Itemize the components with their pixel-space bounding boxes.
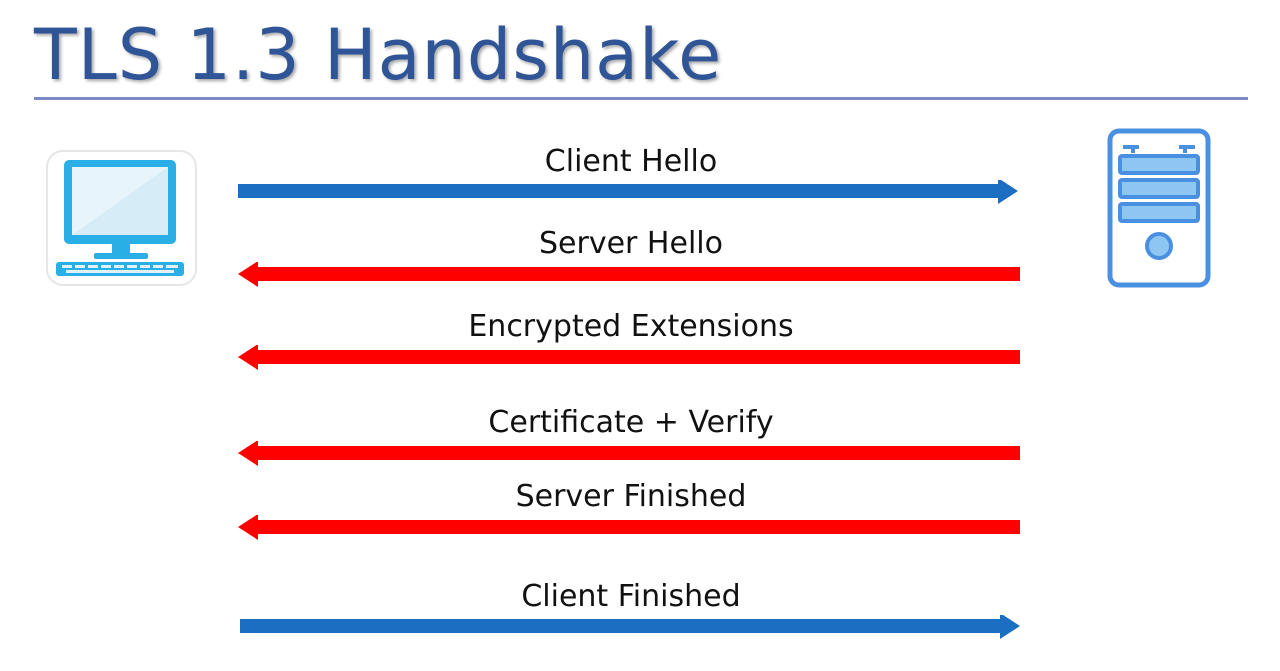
- message-label: Encrypted Extensions: [468, 309, 794, 344]
- message-label: Certificate + Verify: [488, 405, 774, 440]
- arrow-left-icon: [238, 345, 1020, 370]
- arrow-left-icon: [238, 515, 1020, 540]
- message-server-finished: Server Finished: [236, 479, 1026, 541]
- message-label: Server Hello: [539, 226, 723, 261]
- message-label: Server Finished: [515, 479, 747, 514]
- message-label: Client Finished: [521, 579, 741, 614]
- message-client-finished: Client Finished: [236, 579, 1026, 641]
- arrow-right-icon: [240, 615, 1020, 639]
- message-server-hello: Server Hello: [236, 226, 1026, 288]
- arrow-left-icon: [238, 262, 1020, 287]
- title-divider: [34, 97, 1248, 100]
- message-label: Client Hello: [544, 144, 718, 179]
- arrow-right-icon: [238, 180, 1018, 204]
- laptop-icon: [44, 148, 199, 288]
- message-certificate-verify: Certificate + Verify: [236, 405, 1026, 467]
- server-tower-icon: [1103, 125, 1215, 293]
- message-encrypted-extensions: Encrypted Extensions: [236, 309, 1026, 371]
- arrow-left-icon: [238, 441, 1020, 466]
- message-client-hello: Client Hello: [236, 144, 1026, 206]
- page-title: TLS 1.3 Handshake: [34, 14, 723, 96]
